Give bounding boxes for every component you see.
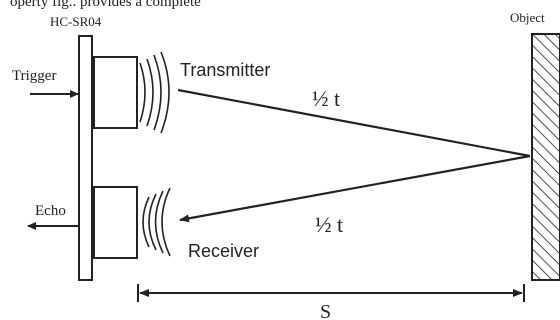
- transmitter-module: [93, 56, 138, 129]
- return-time-label: ½ t: [315, 212, 343, 237]
- trigger-label: Trigger: [12, 68, 56, 84]
- sensor-board: [78, 35, 93, 281]
- echo-label: Echo: [35, 203, 66, 219]
- receiver-label: Receiver: [188, 241, 259, 261]
- transmitter-wave-1: [139, 62, 146, 123]
- sensor-label: HC-SR04: [50, 14, 102, 29]
- receiver-wave-3: [148, 193, 157, 251]
- distance-dimension: S: [137, 284, 525, 320]
- receiver-wave-2: [154, 190, 164, 254]
- returning-echo-line: [179, 154, 531, 223]
- trigger-input: Trigger: [12, 68, 79, 98]
- transmitter-wave-2: [146, 58, 154, 127]
- receiver-wave-4: [142, 196, 150, 248]
- distance-label: S: [320, 301, 331, 320]
- object-label: Object: [510, 10, 545, 25]
- receiver-module: [93, 186, 138, 259]
- transmitter-wave-3: [153, 54, 162, 131]
- object-target: Object: [510, 10, 560, 281]
- top-caption-text: operty fig.. provides a complete: [10, 0, 201, 10]
- transmitter-wave-4: [160, 51, 170, 134]
- receiver-waves: [142, 187, 171, 257]
- echo-output: Echo: [27, 203, 79, 230]
- hc-sr04-sensor: HC-SR04: [50, 14, 138, 281]
- object-wall: [531, 33, 560, 281]
- transmitter-waves: [139, 51, 170, 134]
- transmitter-label: Transmitter: [180, 60, 270, 80]
- outgoing-time-label: ½ t: [312, 86, 340, 111]
- outgoing-pulse-line: [177, 88, 531, 158]
- receiver-wave-1: [161, 187, 171, 257]
